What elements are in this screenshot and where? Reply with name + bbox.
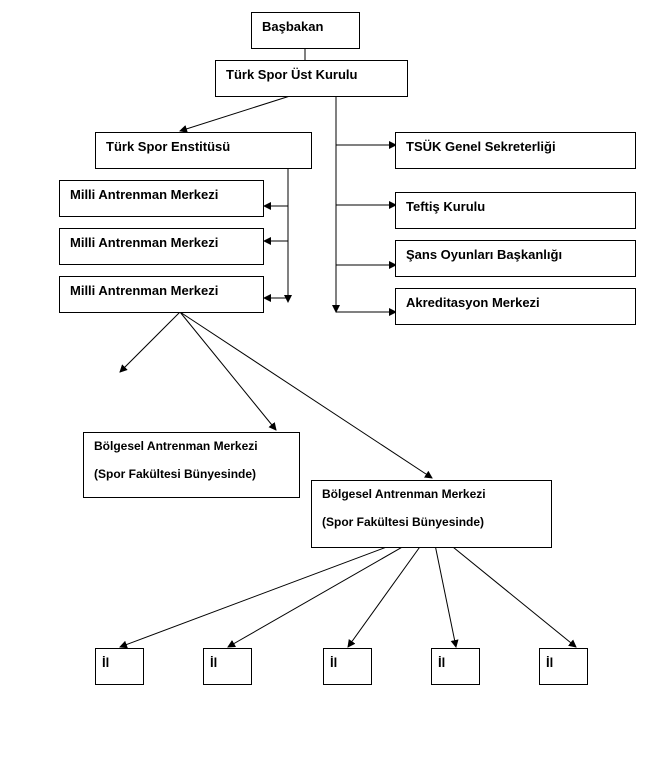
node-label: TSÜK Genel Sekreterliği [406,139,556,154]
node-label: İl [438,655,446,670]
node-akreditasyon-merkezi: Akreditasyon Merkezi [395,288,636,325]
node-il-1: İl [95,648,144,685]
node-label: Türk Spor Üst Kurulu [226,67,358,82]
node-label: Milli Antrenman Merkezi [70,283,219,298]
node-label: Başbakan [262,19,324,34]
node-label: İl [210,655,218,670]
node-teftis-kurulu: Teftiş Kurulu [395,192,636,229]
node-il-2: İl [203,648,252,685]
node-basbakan: Başbakan [251,12,360,49]
node-sans-oyunlari-baskanligi: Şans Oyunları Başkanlığı [395,240,636,277]
node-sublabel: (Spor Fakültesi Bünyesinde) [94,467,257,481]
node-label: Türk Spor Enstitüsü [106,139,231,154]
node-il-5: İl [539,648,588,685]
node-label: Bölgesel Antrenman Merkezi [94,439,258,453]
node-label: Milli Antrenman Merkezi [70,187,219,202]
node-label: Şans Oyunları Başkanlığı [406,247,563,262]
node-turk-spor-enstitusu: Türk Spor Enstitüsü [95,132,312,169]
node-milli-antrenman-merkezi-1: Milli Antrenman Merkezi [59,180,264,217]
node-il-3: İl [323,648,372,685]
node-label: Akreditasyon Merkezi [406,295,540,310]
node-bolgesel-antrenman-merkezi-1: Bölgesel Antrenman Merkezi (Spor Fakülte… [83,432,300,498]
node-label: İl [546,655,554,670]
node-il-4: İl [431,648,480,685]
node-sublabel: (Spor Fakültesi Bünyesinde) [322,515,485,529]
node-milli-antrenman-merkezi-3: Milli Antrenman Merkezi [59,276,264,313]
node-tsuk-genel-sekreterligi: TSÜK Genel Sekreterliği [395,132,636,169]
node-label: Bölgesel Antrenman Merkezi [322,487,486,501]
node-label: İl [102,655,110,670]
node-label: Teftiş Kurulu [406,199,486,214]
node-label: Milli Antrenman Merkezi [70,235,219,250]
node-milli-antrenman-merkezi-2: Milli Antrenman Merkezi [59,228,264,265]
node-bolgesel-antrenman-merkezi-2: Bölgesel Antrenman Merkezi (Spor Fakülte… [311,480,552,548]
node-turk-spor-ust-kurulu: Türk Spor Üst Kurulu [215,60,408,97]
node-label: İl [330,655,338,670]
